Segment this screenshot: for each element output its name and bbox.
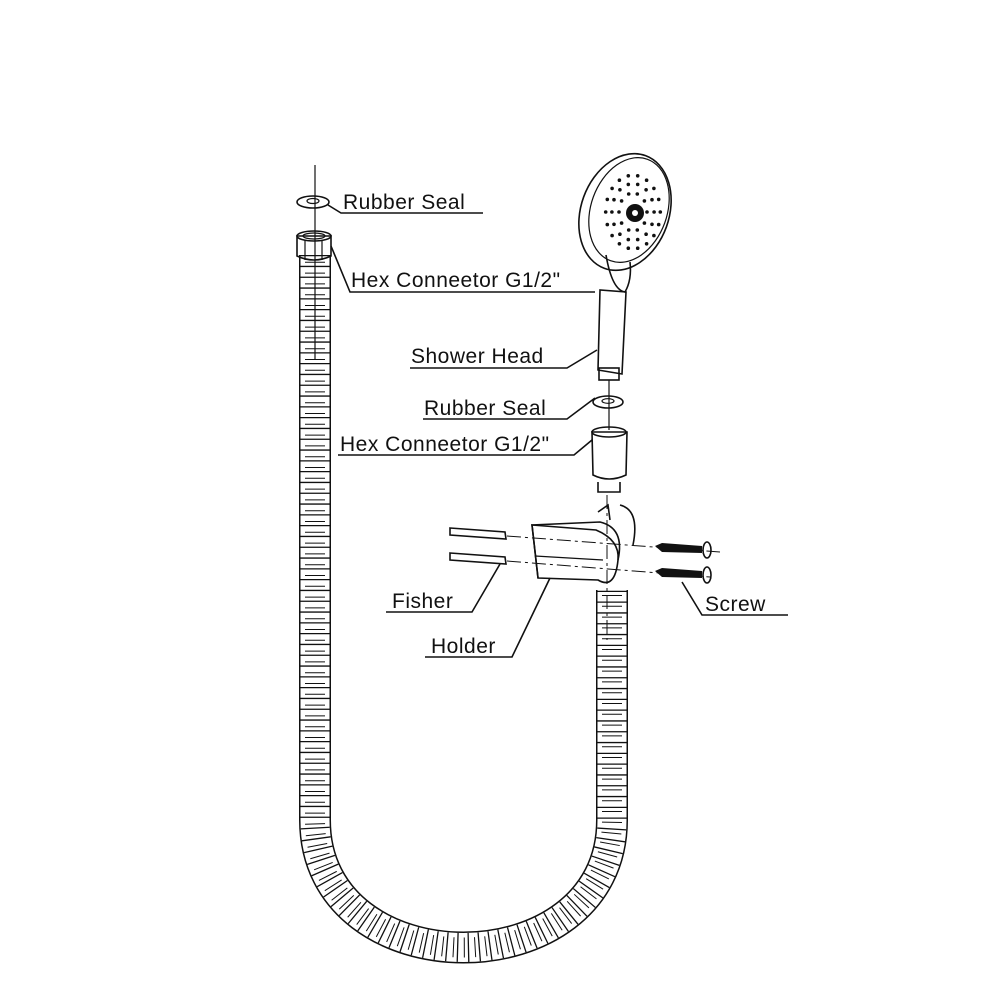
rubber-seal-bottom (592, 395, 624, 409)
callout-shower-head: Shower Head (410, 345, 598, 369)
callout-hex-connector-top: Hex Conneetor G1/2" (330, 245, 595, 293)
nozzle-dot (626, 237, 631, 242)
nozzle-dot (605, 197, 610, 202)
nozzle-dot (635, 174, 640, 178)
nozzle-dot (618, 188, 622, 192)
nozzle-dot (617, 242, 622, 246)
label-hex-connector-top: Hex Conneetor G1/2" (351, 269, 561, 292)
nozzle-dot (626, 192, 631, 196)
nozzle-dot (612, 222, 616, 227)
nozzle-dot (626, 246, 631, 250)
shower-head (578, 152, 672, 381)
nozzle-dot (610, 186, 614, 191)
nozzle-dot (652, 186, 656, 191)
label-rubber-seal-bottom: Rubber Seal (424, 397, 546, 420)
nozzle-dot (610, 210, 614, 214)
nozzle-dot (635, 192, 640, 196)
nozzle-dot (652, 233, 656, 238)
nozzle-dot (617, 178, 622, 182)
nozzle-dot (644, 242, 649, 246)
nozzle-dot (610, 233, 614, 238)
nozzle-dot (645, 210, 649, 214)
nozzle-dot (644, 188, 648, 192)
nozzle-dot (626, 174, 631, 178)
nozzle-dot (617, 210, 621, 214)
nozzle-dot (656, 197, 661, 202)
screws (655, 541, 712, 584)
callout-screw: Screw (681, 581, 788, 616)
nozzle-dot (605, 222, 610, 227)
label-screw: Screw (705, 593, 766, 616)
rubber-seal-top (296, 195, 330, 209)
label-holder: Holder (431, 635, 496, 658)
label-fisher: Fisher (392, 590, 453, 613)
nozzle-dot (644, 178, 649, 182)
nozzle-dot (642, 221, 647, 225)
hex-connector-top (296, 230, 332, 261)
nozzle-dot (603, 210, 608, 214)
fisher-anchors (449, 527, 507, 565)
holder (531, 503, 636, 584)
nozzle-dot (658, 210, 663, 214)
nozzle-dot (635, 228, 640, 232)
callout-rubber-seal-bottom: Rubber Seal (423, 397, 596, 420)
callout-holder: Holder (425, 577, 551, 658)
nozzle-dot (618, 232, 622, 236)
nozzle-dot (619, 199, 624, 203)
nozzle-dot (650, 222, 654, 227)
nozzle-dot (619, 221, 624, 225)
nozzle-dot (635, 182, 640, 187)
nozzle-dot (642, 199, 647, 203)
label-shower-head: Shower Head (411, 345, 544, 368)
hex-connector-bottom (591, 426, 628, 493)
callout-hex-connector-bottom: Hex Conneetor G1/2" (338, 433, 593, 456)
nozzle-dot (644, 232, 648, 236)
nozzle-dot (635, 237, 640, 242)
label-hex-connector-bottom: Hex Conneetor G1/2" (340, 433, 550, 456)
nozzle-dot (626, 182, 631, 187)
nozzle-dot (612, 197, 616, 202)
nozzle-dot (656, 222, 661, 227)
hose (299, 255, 628, 964)
nozzle-dot (650, 197, 654, 202)
nozzle-dot (635, 246, 640, 250)
nozzle-dot (652, 210, 656, 214)
nozzle-dot (626, 228, 631, 232)
callout-fisher: Fisher (386, 563, 501, 613)
label-rubber-seal-top: Rubber Seal (343, 191, 465, 214)
callout-rubber-seal-top: Rubber Seal (327, 191, 483, 214)
